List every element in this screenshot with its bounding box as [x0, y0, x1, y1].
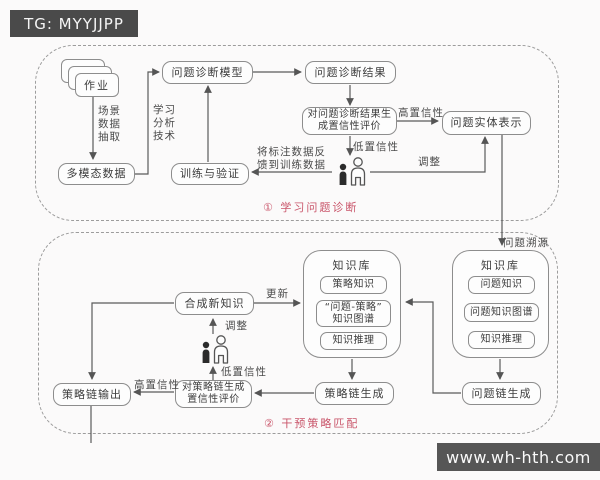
- page-badge: TG: MYYJJPP: [10, 10, 138, 37]
- label-learning-analytics: 学习 分析 技术: [153, 104, 176, 142]
- kb-strategy: 知识库 策略知识 “问题-策略” 知识图谱 知识推理: [303, 250, 401, 358]
- confidence-eval-2-line1: 对策略链生成: [182, 382, 245, 393]
- human-reviewer-icon-1: [339, 157, 366, 186]
- node-strategy-chain: 策略链生成: [315, 382, 394, 405]
- kb-strategy-title: 知识库: [332, 259, 372, 272]
- kb-strategy-item-knowledge: 策略知识: [320, 276, 387, 294]
- section1-title: ① 学习问题诊断: [263, 201, 359, 214]
- confidence-eval-1-line1: 对问题诊断结果生: [307, 109, 392, 120]
- node-diagnosis-result: 问题诊断结果: [305, 61, 396, 84]
- human-reviewer-icon-2: [202, 335, 229, 364]
- edge-multimodal-to-model: [134, 68, 160, 175]
- node-confidence-eval-2: 对策略链生成 置信性评价: [175, 380, 252, 408]
- node-entity-representation: 问题实体表示: [442, 111, 531, 135]
- label-feedback: 将标注数据反 馈到训练数据: [257, 146, 326, 171]
- node-confidence-eval-1: 对问题诊断结果生 成置信性评价: [302, 107, 397, 135]
- kb-problem: 知识库 问题知识 问题知识图谱 知识推理: [452, 250, 549, 358]
- label-high-confidence-1: 高置信性: [398, 107, 444, 119]
- kb-problem-title: 知识库: [481, 259, 520, 272]
- label-low-confidence-2: 低置信性: [221, 366, 267, 378]
- confidence-eval-1-line2: 成置信性评价: [318, 121, 381, 132]
- label-adjust-1: 调整: [418, 156, 441, 168]
- section2-title: ② 干预策略匹配: [264, 417, 360, 430]
- node-problem-chain: 问题链生成: [462, 382, 541, 405]
- node-diagnosis-model: 问题诊断模型: [162, 61, 253, 84]
- label-adjust-2: 调整: [225, 320, 248, 332]
- label-high-confidence-2: 高置信性: [134, 379, 180, 391]
- label-scene-extract: 场景 数据 抽取: [98, 105, 121, 143]
- kb-strategy-item-reasoning: 知识推理: [320, 332, 387, 350]
- node-strategy-output: 策略链输出: [53, 383, 131, 406]
- edge-synthesize-to-output: [88, 302, 174, 380]
- label-update: 更新: [266, 288, 289, 300]
- confidence-eval-2-line2: 置信性评价: [187, 394, 240, 405]
- node-synthesize-knowledge: 合成新知识: [175, 292, 254, 315]
- kb-problem-item-reasoning: 知识推理: [468, 331, 535, 349]
- section2-frame: [38, 232, 558, 434]
- kb-problem-item-knowledge: 问题知识: [468, 276, 535, 294]
- kb-strategy-item-graph: “问题-策略” 知识图谱: [316, 300, 391, 327]
- edge-problemchain-to-kbstrategy: [405, 298, 461, 394]
- kb-problem-item-graph: 问题知识图谱: [464, 303, 539, 322]
- doc-card-front: 作业: [75, 73, 119, 97]
- edge-person1-to-entity: [370, 136, 489, 173]
- label-problem-trace: 问题溯源: [503, 237, 549, 249]
- label-low-confidence-1: 低置信性: [353, 141, 399, 153]
- section1-frame: [35, 45, 559, 221]
- node-train-validate: 训练与验证: [171, 163, 249, 185]
- watermark: www.wh-hth.com: [437, 443, 600, 471]
- node-multimodal-data: 多模态数据: [58, 163, 135, 185]
